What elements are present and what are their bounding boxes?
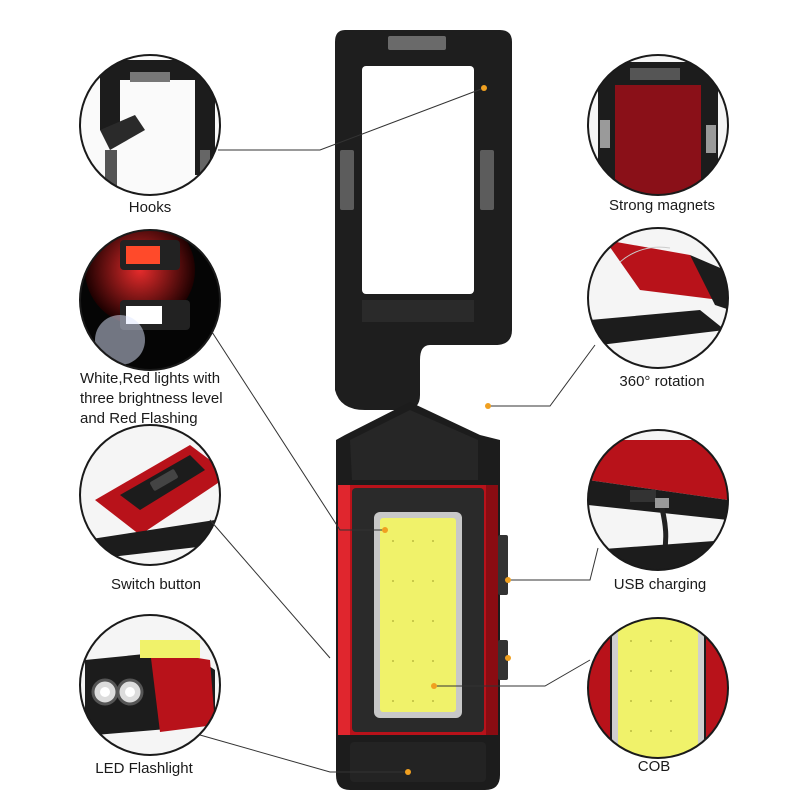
callout-rotation-image [588,228,728,368]
leader-lines [199,87,599,773]
dot-hooks [481,85,487,91]
dot-flashlight [405,769,411,775]
callout-flashlight-ring [79,614,221,756]
dot-lights [382,527,388,533]
leader-lights [211,331,385,531]
callout-dots [382,85,511,775]
label-usb-charging: USB charging [613,576,707,593]
callout-cob-ring [587,617,729,759]
leader-switch [209,519,331,659]
lamp-body [336,402,508,790]
callout-rotation-ring [587,227,729,369]
callout-switch-image [80,425,220,565]
callout-hooks-ring [79,54,221,196]
callout-lights-ring [79,229,221,371]
leader-flashlight [199,734,408,773]
hook-bracket [335,30,512,410]
label-hooks: Hooks [128,199,172,216]
label-led-flashlight: LED Flashlight [95,760,193,777]
leader-rotation [488,344,596,407]
leader-hooks [218,87,485,151]
label-switch-button: Switch button [110,576,202,593]
leader-cob [434,659,591,687]
label-white-red-lights-line-1: White,Red lights with [80,370,221,387]
dot-cob [431,683,437,689]
callout-cob-image [588,618,728,758]
dot-rotation [485,403,491,409]
callout-magnets-ring [587,54,729,196]
label-white-red-lights: White,Red lights with three brightness l… [80,369,260,429]
callout-lights-image [80,230,220,370]
dot-usb [505,577,511,583]
callout-switch-ring [79,424,221,566]
callout-hooks-image [80,55,220,195]
label-strong-magnets: Strong magnets [609,197,715,214]
dot-switch [505,655,511,661]
label-white-red-lights-line-3: and Red Flashing [80,410,198,427]
label-360-rotation: 360° rotation [619,373,705,390]
label-cob: COB [637,758,671,775]
label-white-red-lights-line-2: three brightness level [80,390,223,407]
callout-magnets-image [588,55,728,195]
callout-flashlight-image [80,615,220,755]
callout-usb-ring [587,429,729,571]
leader-usb [508,547,599,581]
